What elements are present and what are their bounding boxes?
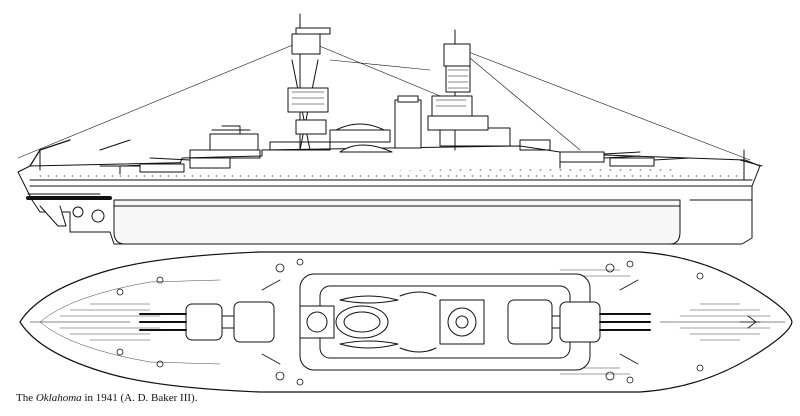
- profile-view: [17, 13, 763, 245]
- superstructure: [29, 95, 691, 175]
- caption-suffix: in 1941 (A. D. Baker III).: [81, 392, 198, 404]
- bow: [739, 149, 763, 181]
- turrets: [139, 299, 651, 345]
- aft-tripod-mast: [287, 13, 331, 151]
- hull-profile: [17, 151, 761, 245]
- deck-fittings: [29, 258, 786, 386]
- caption-prefix: The: [16, 392, 36, 404]
- figure-caption: The Oklahoma in 1941 (A. D. Baker III).: [16, 392, 197, 404]
- fore-tripod-mast: [427, 29, 489, 151]
- plan-superstructure: [299, 273, 591, 371]
- plan-view: [19, 251, 793, 393]
- rigging-lines: [17, 39, 751, 161]
- deck-planking: [39, 269, 771, 375]
- caption-ship-name: Oklahoma: [35, 392, 82, 404]
